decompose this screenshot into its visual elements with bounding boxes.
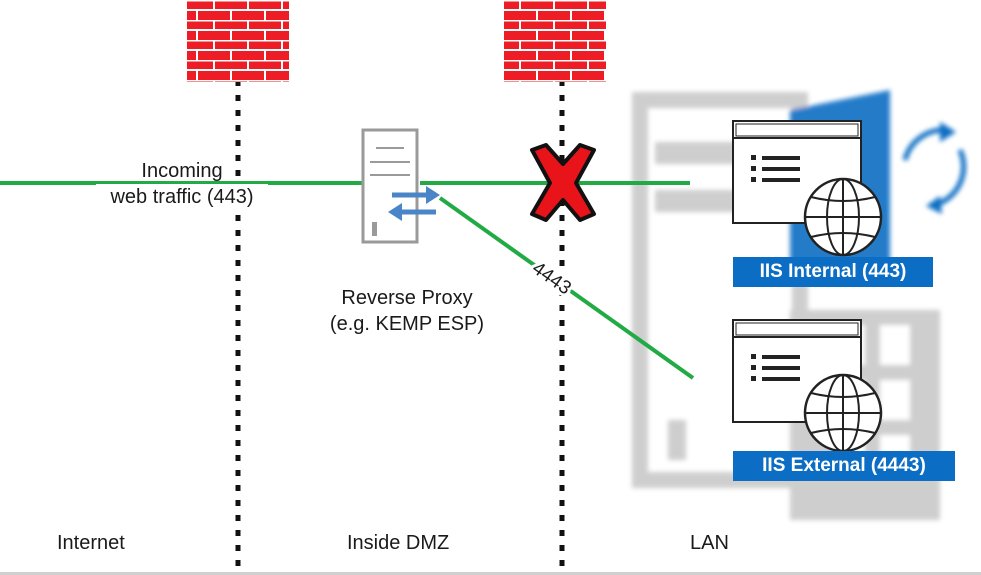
port-label: 4443 — [528, 258, 575, 299]
zone-dmz-label: Inside DMZ — [347, 532, 450, 554]
iis-internal-label: IIS Internal (443) — [733, 257, 933, 287]
incoming-line2: web traffic (443) — [96, 184, 268, 210]
globe-icon — [803, 373, 883, 453]
incoming-line1: Incoming — [141, 160, 223, 182]
bottom-divider — [0, 572, 981, 575]
sync-icon — [902, 122, 967, 214]
proxy-line2: (e.g. KEMP ESP) — [329, 313, 485, 335]
reverse-proxy-caption: Reverse Proxy (e.g. KEMP ESP) — [322, 285, 492, 337]
incoming-traffic-caption: Incoming web traffic (443) — [96, 158, 268, 210]
firewall-icon — [504, 0, 606, 82]
proxy-line1: Reverse Proxy — [341, 287, 473, 309]
zone-lan-label: LAN — [690, 532, 729, 554]
iis-external-label: IIS External (4443) — [733, 451, 955, 481]
proxy-to-external-line — [438, 196, 695, 380]
blocked-x-icon — [530, 143, 596, 222]
server-icon — [361, 128, 440, 244]
globe-icon — [803, 177, 883, 257]
zone-internet-label: Internet — [57, 532, 125, 554]
firewall-icon — [187, 0, 289, 82]
